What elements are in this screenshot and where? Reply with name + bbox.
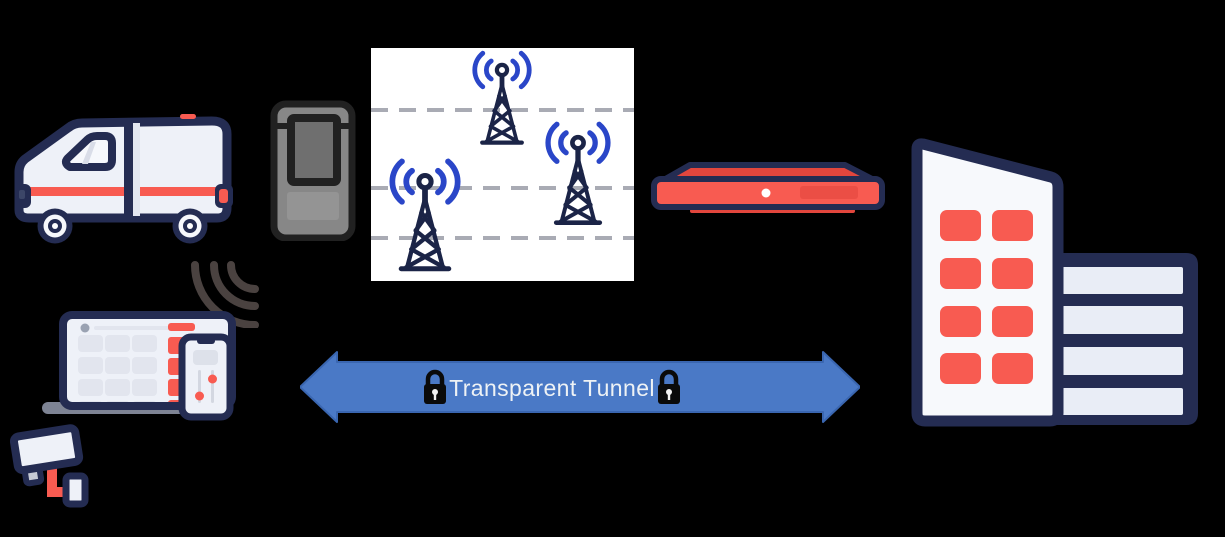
cell-network-panel (371, 48, 634, 281)
van-stripe (19, 187, 227, 196)
camera-mount (62, 472, 89, 508)
router-led (761, 188, 771, 198)
phone-card (193, 350, 218, 365)
van-tail-light (219, 189, 228, 203)
van-wheel-front (37, 208, 73, 244)
van-headlight (19, 190, 25, 199)
building-annex (1053, 253, 1198, 425)
van-window-glare (82, 142, 96, 164)
building-tower (911, 138, 1064, 427)
laptop-dashboard (78, 323, 195, 402)
cell-tower-icon (392, 161, 457, 268)
modem-screen (287, 114, 341, 186)
van-roof-light (180, 114, 196, 119)
transparent-tunnel-arrow: Transparent Tunnel (299, 349, 861, 427)
van-door-seam (133, 123, 140, 216)
phone-slider-knob (208, 374, 217, 384)
laptop-icon (42, 311, 236, 421)
cell-tower-icon (548, 124, 608, 222)
tunnel-label: Transparent Tunnel (449, 374, 655, 401)
padlock-icon (424, 369, 446, 404)
smartphone-icon (178, 333, 234, 421)
phone-body (178, 333, 234, 421)
modem-slot (287, 192, 339, 220)
dashboard-grid-tiles (78, 335, 157, 402)
cellular-modem-icon (270, 100, 356, 241)
annex-window-bands (1062, 267, 1183, 415)
camera-body (9, 424, 84, 487)
wireless-signal-icon (191, 261, 259, 328)
security-camera-icon (9, 424, 89, 508)
van-divider (124, 121, 133, 218)
cell-tower-icon (475, 53, 529, 142)
van-wheel-rear (172, 208, 208, 244)
phone-notch (197, 338, 215, 344)
building-windows (940, 210, 1033, 384)
van-body (14, 116, 232, 223)
dashboard-header-block (168, 323, 195, 331)
dashboard-avatar-dot (80, 323, 90, 333)
router-vent (800, 186, 858, 199)
phone-slider-knob (195, 391, 204, 401)
ambulance-van-icon (14, 114, 233, 244)
padlock-icon (658, 369, 680, 404)
edge-router-icon (651, 162, 885, 213)
office-building-icon (911, 138, 1198, 427)
cell-towers-graphic (371, 48, 634, 281)
